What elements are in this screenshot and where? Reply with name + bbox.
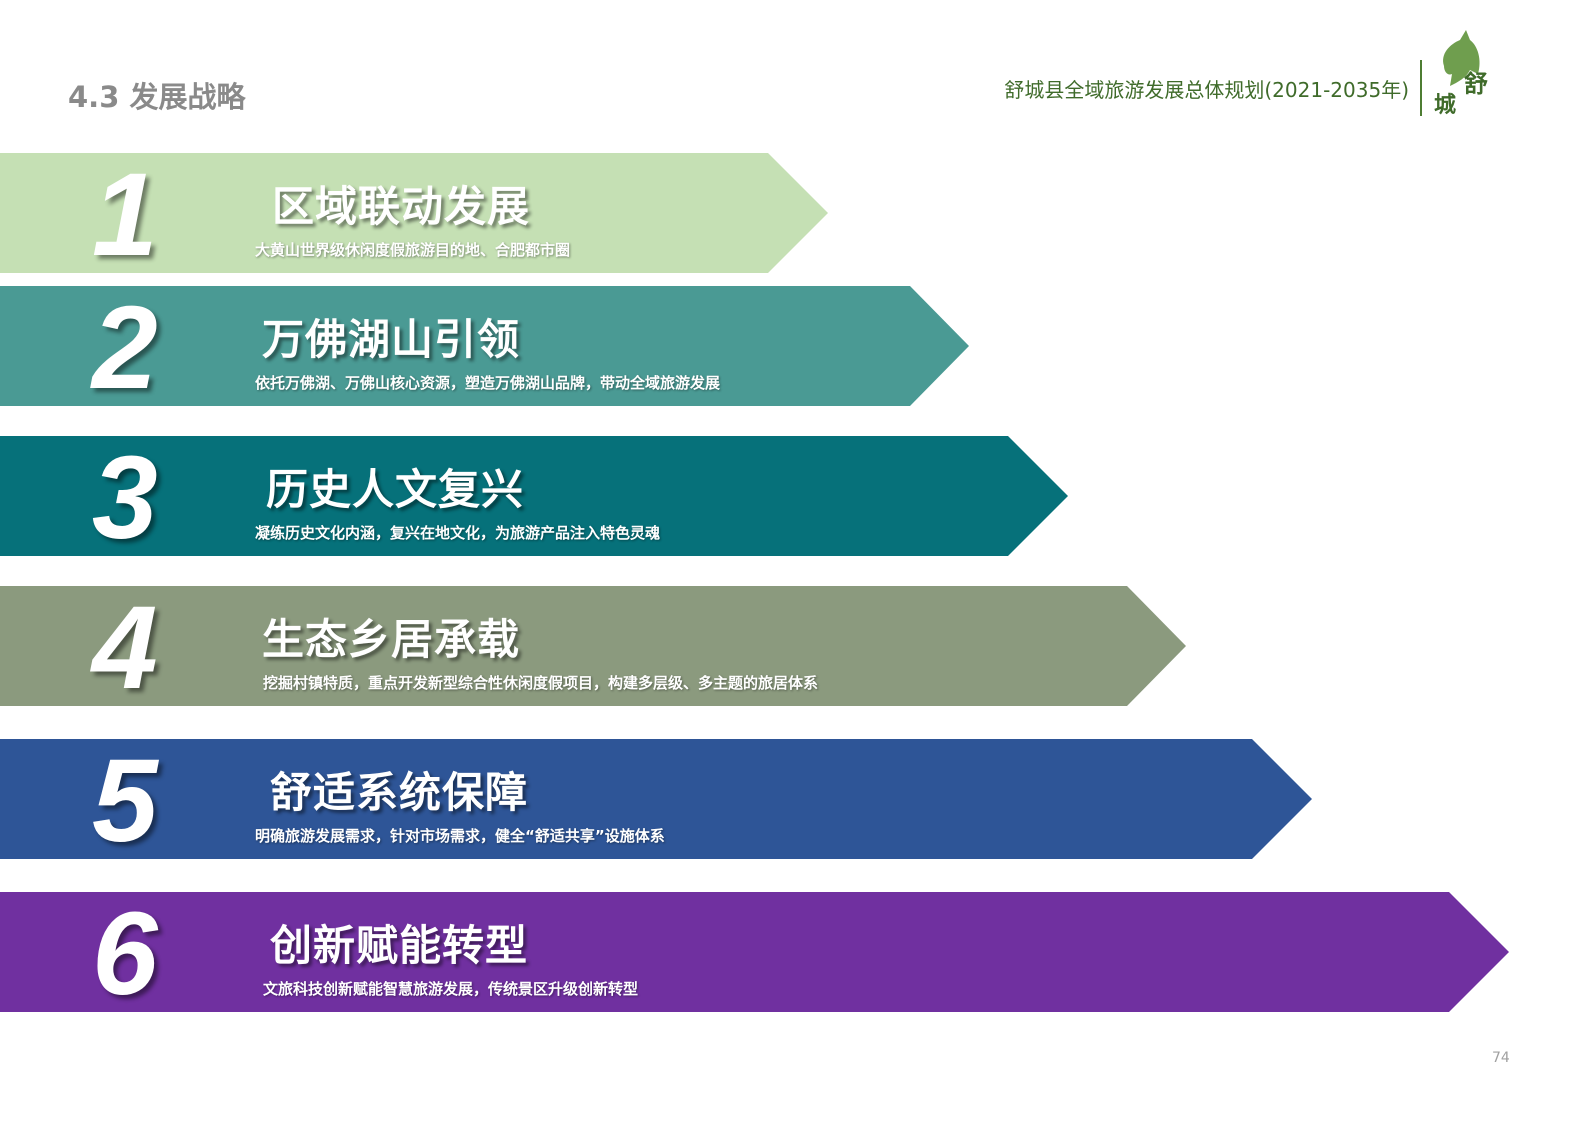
page-number: 74: [1492, 1050, 1510, 1066]
strategy-title: 创新赋能转型: [270, 921, 529, 970]
strategy-band-3: 3 历史人文复兴 凝练历史文化内涵，复兴在地文化，为旅游产品注入特色灵魂: [0, 436, 1068, 556]
strategy-number: 1: [92, 149, 158, 281]
strategy-band-4: 4 生态乡居承载 挖掘村镇特质，重点开发新型综合性休闲度假项目，构建多层级、多主…: [0, 586, 1186, 706]
strategy-subtitle: 文旅科技创新赋能智慧旅游发展，传统景区升级创新转型: [263, 980, 639, 998]
strategy-number: 6: [92, 888, 158, 1020]
svg-text:舒: 舒: [1464, 69, 1488, 98]
strategy-title: 区域联动发展: [272, 182, 531, 231]
strategy-band-5: 5 舒适系统保障 明确旅游发展需求，针对市场需求，健全“舒适共享”设施体系: [0, 739, 1312, 859]
strategy-number: 4: [92, 582, 158, 714]
strategy-subtitle: 依托万佛湖、万佛山核心资源，塑造万佛湖山品牌，带动全域旅游发展: [255, 374, 721, 392]
strategy-subtitle: 大黄山世界级休闲度假旅游目的地、合肥都市圈: [255, 241, 571, 259]
strategy-subtitle: 明确旅游发展需求，针对市场需求，健全“舒适共享”设施体系: [255, 827, 665, 845]
header-divider: [1420, 60, 1422, 116]
strategy-band-2: 2 万佛湖山引领 依托万佛湖、万佛山核心资源，塑造万佛湖山品牌，带动全域旅游发展: [0, 286, 969, 406]
strategy-subtitle: 凝练历史文化内涵，复兴在地文化，为旅游产品注入特色灵魂: [255, 524, 661, 542]
strategy-title: 舒适系统保障: [270, 768, 529, 817]
shucheng-logo: 舒 城: [1434, 30, 1488, 118]
strategy-number: 2: [92, 282, 158, 414]
section-title: 4.3 发展战略: [68, 80, 246, 114]
svg-text:城: 城: [1434, 92, 1456, 118]
strategy-title: 历史人文复兴: [266, 465, 525, 514]
document-title: 舒城县全域旅游发展总体规划(2021-2035年): [1004, 78, 1409, 102]
strategy-band-6: 6 创新赋能转型 文旅科技创新赋能智慧旅游发展，传统景区升级创新转型: [0, 892, 1509, 1012]
strategy-number: 5: [92, 735, 158, 867]
strategy-band-1: 1 区域联动发展 大黄山世界级休闲度假旅游目的地、合肥都市圈: [0, 153, 828, 273]
strategy-title: 生态乡居承载: [262, 615, 521, 664]
strategy-number: 3: [92, 432, 158, 564]
strategy-subtitle: 挖掘村镇特质，重点开发新型综合性休闲度假项目，构建多层级、多主题的旅居体系: [263, 674, 819, 692]
strategy-title: 万佛湖山引领: [262, 315, 521, 364]
